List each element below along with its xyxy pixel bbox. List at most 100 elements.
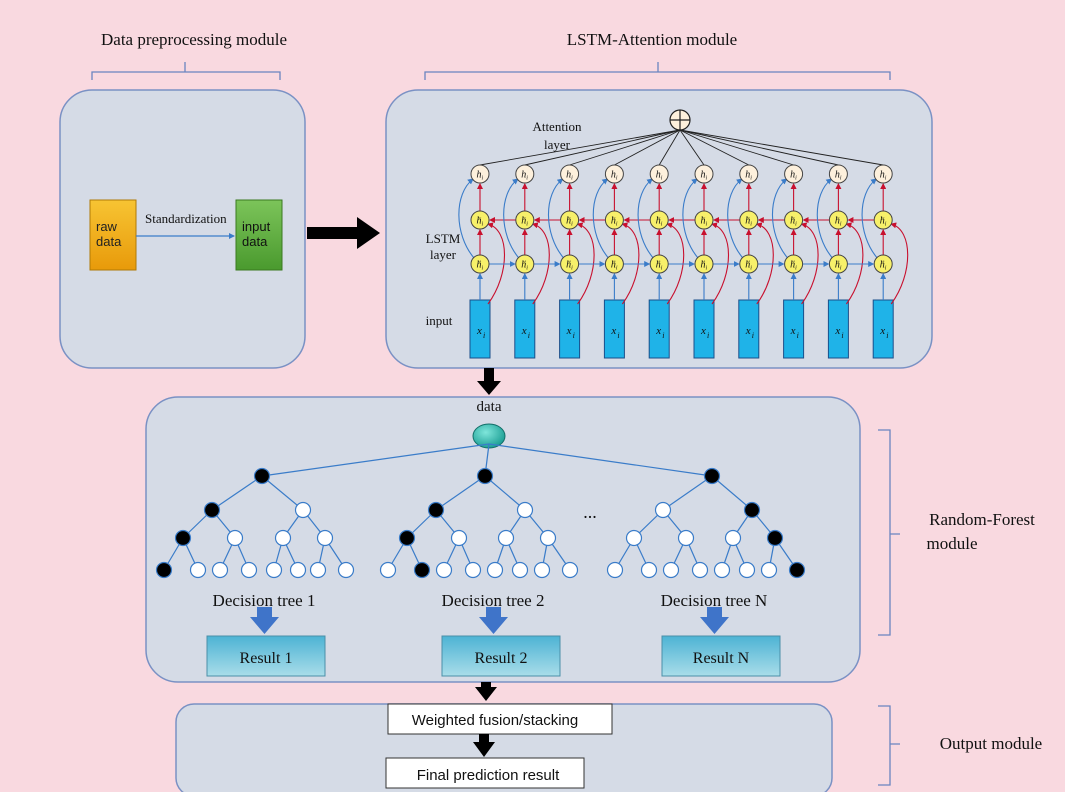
tree-node [561,561,579,579]
input-symbol: x [834,325,840,337]
forest-label-1: Random-Forest [929,510,1035,529]
tree-node [516,501,534,519]
input-symbol: x [521,325,527,337]
tree-node-selected [413,561,431,579]
svg-text:i: i [795,222,797,228]
tree-node-selected [174,529,192,547]
tree-node-selected [398,529,416,547]
tree-ellipsis: ... [583,502,597,522]
svg-text:←: ← [745,214,751,220]
tree-node [435,561,453,579]
input-symbol: x [655,325,661,337]
lstm-title: LSTM-Attention module [567,30,737,49]
svg-text:→: → [566,258,572,264]
svg-text:h: h [477,260,482,271]
preprocessing-brace [91,62,281,80]
raw-data-box [89,199,137,271]
svg-text:h: h [880,260,885,271]
svg-text:i: i [840,266,842,272]
tree-node [265,561,283,579]
svg-text:h: h [880,216,885,227]
tree-node [497,529,515,547]
lstm-layer-label-2: layer [430,247,457,262]
svg-text:h: h [477,170,482,181]
tree-n-label: Decision tree N [661,591,768,610]
preprocessing-title: Data preprocessing module [101,30,287,49]
svg-text:h: h [790,216,795,227]
tree-node [662,561,680,579]
svg-text:h: h [611,260,616,271]
svg-text:i: i [661,176,663,182]
svg-text:←: ← [477,214,483,220]
fusion-label: Weighted fusion/stacking [412,712,579,729]
svg-text:h: h [701,170,706,181]
input-subscript: i [841,331,843,340]
fusion-to-final-arrow [473,734,495,757]
svg-text:h: h [656,260,661,271]
tree-node [211,561,229,579]
svg-text:→: → [521,258,527,264]
input-subscript: i [528,331,530,340]
input-subscript: i [662,331,664,340]
final-result-box [385,757,585,789]
input-symbol: x [610,325,616,337]
svg-text:←: ← [790,214,796,220]
tree-node-selected [766,529,784,547]
svg-text:i: i [885,176,887,182]
svg-text:i: i [571,222,573,228]
standardization-label: Standardization [145,211,227,226]
svg-text:h: h [566,260,571,271]
svg-text:h: h [790,170,795,181]
svg-text:i: i [616,266,618,272]
tree-node [486,561,504,579]
decision-tree-n [606,467,806,579]
svg-text:←: ← [701,214,707,220]
result-n-label: Result N [693,650,750,667]
tree-node [464,561,482,579]
input-symbol: x [476,325,482,337]
svg-text:h: h [745,170,750,181]
svg-text:i: i [840,176,842,182]
forest-label-2: module [927,534,978,553]
svg-text:h: h [566,216,571,227]
tree-node-selected [788,561,806,579]
svg-text:h: h [566,170,571,181]
decision-tree-2 [379,467,579,579]
svg-text:i: i [482,266,484,272]
svg-text:i: i [571,266,573,272]
svg-text:←: ← [656,214,662,220]
tree-node [226,529,244,547]
tree-node [640,561,658,579]
tree-node-selected [155,561,173,579]
tree-node-selected [743,501,761,519]
tree-node-selected [253,467,271,485]
input-data-label-2: data [242,234,268,249]
lstm-layer-label-1: LSTM [426,231,461,246]
svg-text:i: i [616,176,618,182]
output-brace [878,705,900,786]
input-subscript: i [573,331,575,340]
fusion-box [387,703,613,735]
input-subscript: i [797,331,799,340]
